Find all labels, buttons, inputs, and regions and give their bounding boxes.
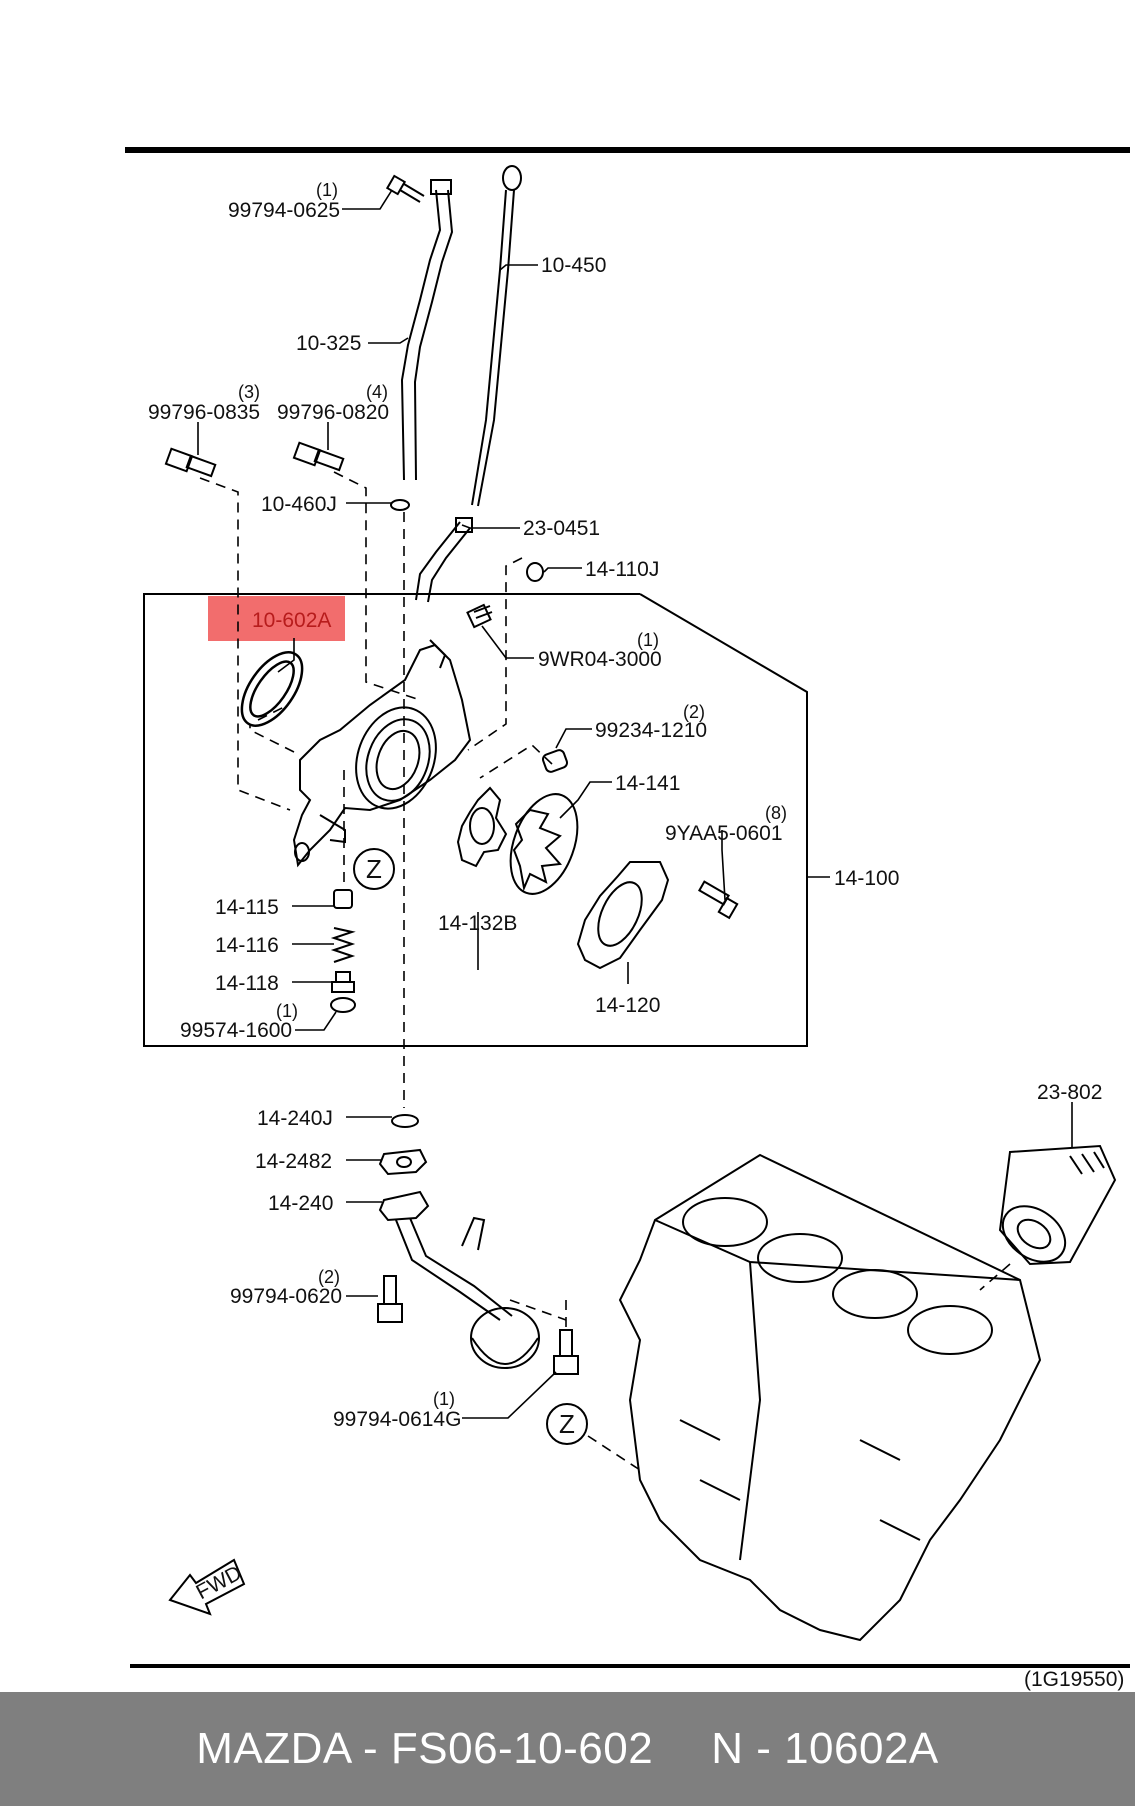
spring-14-116	[330, 927, 356, 963]
label-23-802: 23-802	[1037, 1081, 1102, 1104]
bolt-99794-0614g	[553, 1329, 579, 1375]
qty-99574-1600: (1)	[276, 1001, 298, 1021]
footer-part-number: MAZDA - FS06-10-602	[196, 1724, 654, 1773]
screw-9yaa5-0601	[698, 880, 739, 920]
pipe-23-0451	[415, 517, 473, 603]
o-ring-14-110j	[526, 562, 544, 582]
assembly-box	[143, 593, 808, 1047]
label-99234-1210: 99234-1210	[595, 719, 707, 742]
label-99794-0625: 99794-0625	[228, 199, 340, 222]
qty-9yaa5-0601: (8)	[765, 803, 787, 823]
qty-99794-0614g: (1)	[433, 1389, 455, 1409]
oil-pump-body	[292, 639, 472, 868]
qty-99794-0625: (1)	[316, 180, 338, 200]
label-14-132b: 14-132B	[438, 912, 517, 935]
plug-9wr04-3000	[466, 603, 493, 629]
oil-filter-23-802	[998, 1144, 1117, 1266]
pump-cover-14-120	[576, 861, 670, 970]
label-9yaa5-0601: 9YAA5-0601	[665, 822, 783, 845]
label-99574-1600: 99574-1600	[180, 1019, 292, 1042]
o-ring-14-240j	[391, 1114, 419, 1128]
dipstick	[471, 165, 522, 507]
plunger-14-115	[333, 889, 353, 909]
dipstick-tube	[400, 179, 454, 481]
label-14-120: 14-120	[595, 994, 660, 1017]
zone-mark-lower: Z	[559, 1409, 575, 1439]
outer-rotor-14-141	[509, 793, 579, 895]
gasket-14-2482	[378, 1148, 428, 1176]
label-14-141: 14-141	[615, 772, 680, 795]
label-99794-0614g: 99794-0614G	[333, 1408, 461, 1431]
label-14-115: 14-115	[215, 896, 279, 919]
fwd-arrow-icon	[168, 1558, 246, 1616]
label-99796-0820: 99796-0820	[277, 401, 389, 424]
footer-bar: MAZDA - FS06-10-602 N - 10602A	[0, 1692, 1135, 1806]
label-14-116: 14-116	[215, 934, 279, 957]
label-99796-0835: 99796-0835	[148, 401, 260, 424]
zone-circle-lower	[546, 1403, 588, 1445]
engine-block	[618, 1153, 1042, 1642]
washer-99574-1600	[330, 997, 356, 1013]
dashed-lines	[199, 471, 1011, 1471]
o-ring-10-460j	[390, 499, 410, 511]
label-10-450: 10-450	[541, 254, 606, 277]
oil-seal-10-602a	[240, 651, 304, 727]
label-10-602a: 10-602A	[252, 609, 331, 632]
label-10-460j: 10-460J	[261, 493, 337, 516]
qty-99794-0620: (2)	[318, 1267, 340, 1287]
label-14-240j: 14-240J	[257, 1107, 333, 1130]
qty-99796-0820: (4)	[366, 382, 388, 402]
label-9wr04-3000: 9WR04-3000	[538, 648, 662, 671]
qty-9wr04-3000: (1)	[637, 630, 659, 650]
pin-99234-1210	[541, 749, 569, 773]
qty-99234-1210: (2)	[683, 702, 705, 722]
label-23-0451: 23-0451	[523, 517, 600, 540]
ref-code: (1G19550)	[1024, 1668, 1124, 1691]
leader-lines	[197, 189, 1073, 1419]
label-14-240: 14-240	[268, 1192, 333, 1215]
zone-circle-upper	[353, 848, 395, 890]
label-14-118: 14-118	[215, 972, 279, 995]
bolt-99796-0835	[164, 447, 217, 478]
zone-mark-upper: Z	[366, 854, 382, 884]
bolt-99796-0820	[292, 441, 345, 472]
label-14-110j: 14-110J	[585, 558, 659, 581]
highlight-box	[208, 596, 345, 641]
bolt-99794-0620	[377, 1275, 403, 1323]
oil-strainer-14-240	[378, 1190, 540, 1369]
inner-rotor-14-132b	[456, 786, 508, 868]
label-14-100: 14-100	[834, 867, 899, 890]
bolt-99794-0625	[385, 174, 425, 203]
footer-oem-code: N - 10602A	[711, 1724, 939, 1773]
label-14-2482: 14-2482	[255, 1150, 332, 1173]
parts-diagram: Z Z	[125, 147, 1130, 1691]
label-99794-0620: 99794-0620	[230, 1285, 342, 1308]
plug-14-118	[331, 971, 355, 993]
label-10-325: 10-325	[296, 332, 361, 355]
qty-99796-0835: (3)	[238, 382, 260, 402]
